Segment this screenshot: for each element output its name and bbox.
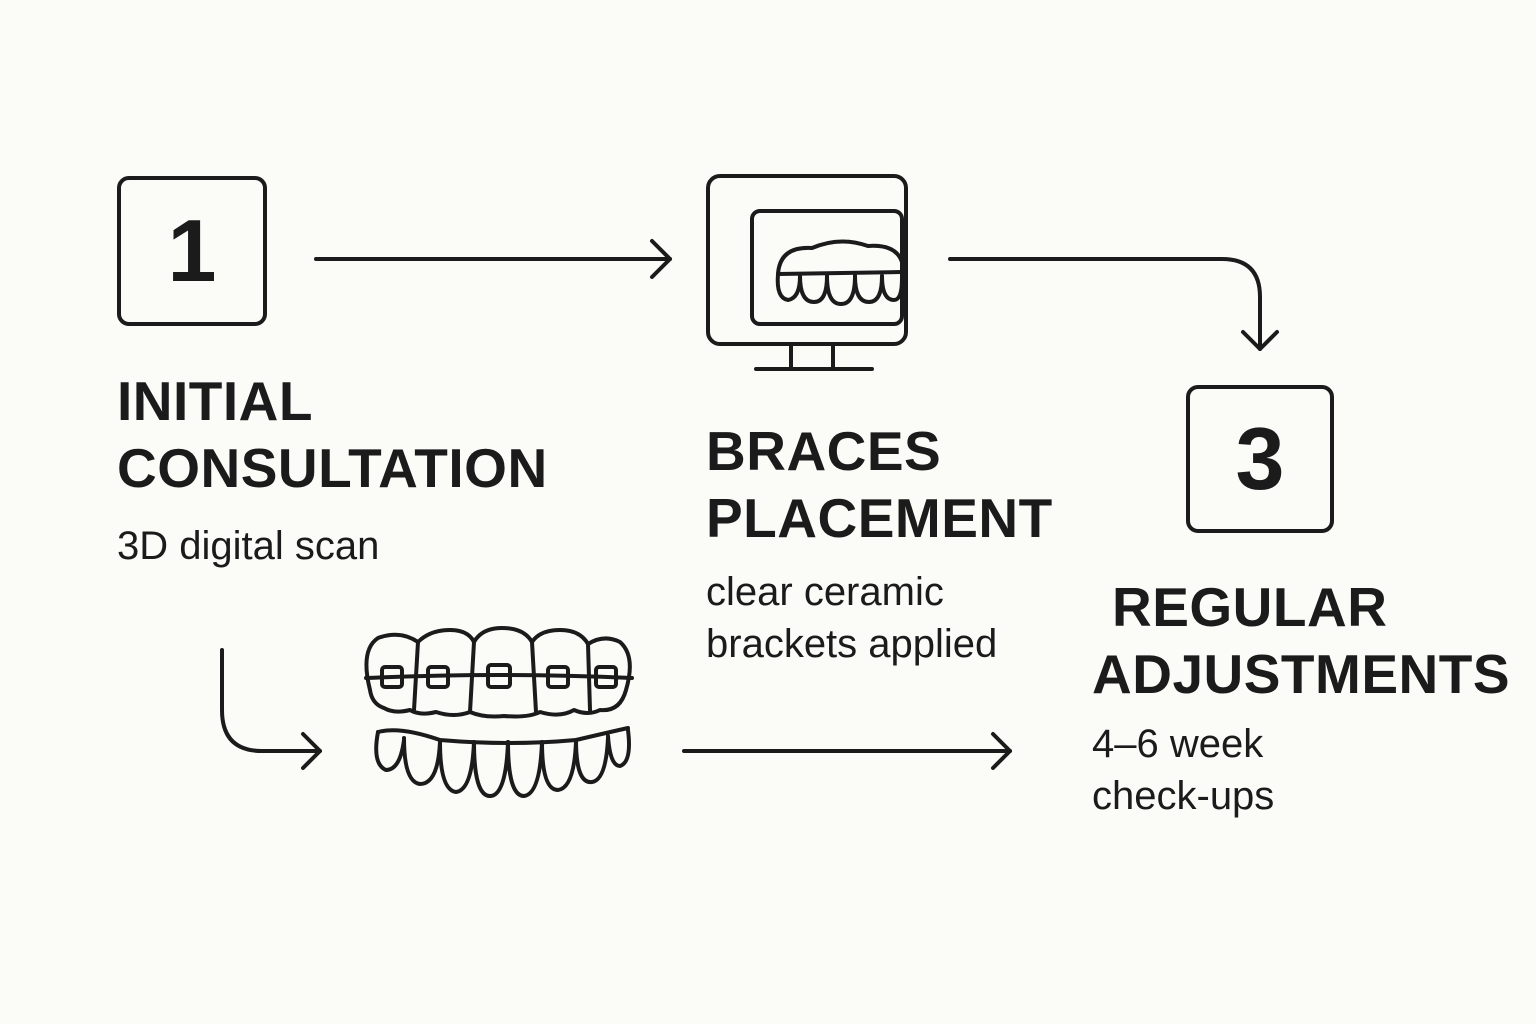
step-title-initial-consultation: INITIAL CONSULTATION [117,368,548,502]
step-desc-initial-consultation: 3D digital scan [117,520,379,572]
step-desc-regular-adjustments: 4–6 week check-ups [1092,718,1274,822]
teeth-with-braces-icon [364,626,634,798]
step-title-line: REGULAR [1112,576,1388,638]
step-number: 1 [167,201,217,300]
arrow-step2-to-step3 [948,257,1279,351]
step-title-line: PLACEMENT [706,487,1053,549]
step-number: 3 [1235,409,1285,508]
arrow-braces-to-step3 [682,732,1012,770]
step-number-box-1: 1 [117,176,267,326]
step-title-regular-adjustments: REGULAR ADJUSTMENTS [1092,574,1510,708]
step-title-line: ADJUSTMENTS [1092,643,1511,705]
step-title-braces-placement: BRACES PLACEMENT [706,418,1053,552]
step-title-line: INITIAL [117,370,313,432]
step-title-line: CONSULTATION [117,437,548,499]
step-desc-line: 3D digital scan [117,524,380,568]
step-desc-line: clear ceramic [706,570,944,614]
step-desc-line: 4–6 week [1092,722,1264,766]
step-desc-line: check-ups [1092,774,1275,818]
step-desc-braces-placement: clear ceramic brackets applied [706,566,997,670]
arrow-step1-to-braces [220,648,322,770]
monitor-with-teeth-scan-icon [706,174,908,371]
arrow-step1-to-step2 [314,239,672,279]
step-desc-line: brackets applied [706,622,998,666]
step-title-line: BRACES [706,420,942,482]
step-number-box-3: 3 [1186,385,1334,533]
